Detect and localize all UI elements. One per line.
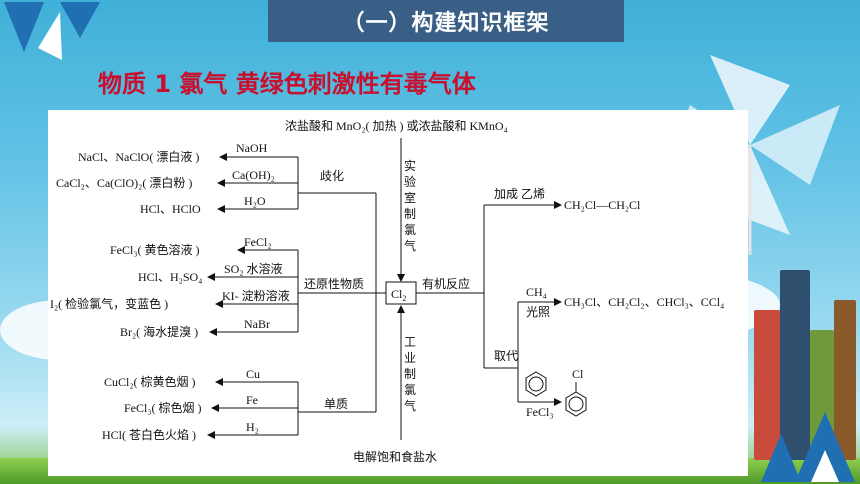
reagent: Cu <box>246 367 260 381</box>
page-heading: 物质 1 氯气 黄绿色刺激性有毒气体 <box>98 70 476 98</box>
reagent: H₂ <box>246 420 259 434</box>
benzene-ring-icon <box>525 371 547 397</box>
product: FeCl₃( 棕色烟 ) <box>124 400 202 415</box>
svg-text:气: 气 <box>404 398 416 413</box>
group-elements: 单质 <box>324 397 348 411</box>
reagent: NaBr <box>244 317 270 331</box>
reagent: KI- 淀粉溶液 <box>222 288 290 303</box>
books-decoration <box>748 240 860 460</box>
reagent: SO₂ 水溶液 <box>224 261 283 276</box>
triangle-corner-icon <box>761 412 855 482</box>
group-addition: 加成 乙烯 <box>494 187 545 201</box>
product: HCl、H₂SO₄ <box>138 270 202 284</box>
diagram-panel: 浓盐酸和 MnO₂( 加热 ) 或浓盐酸和 KMnO₄ 电解饱和食盐水 实 验 … <box>48 110 748 476</box>
center-cl2: Cl2 <box>391 287 406 303</box>
group-substitution: 取代 <box>494 349 518 363</box>
banner-title: （一）构建知识框架 <box>342 11 550 36</box>
product: I₂( 检验氯气，变蓝色 ) <box>50 296 168 311</box>
reagent: Fe <box>246 393 258 407</box>
svg-text:制: 制 <box>404 367 416 381</box>
methane-reagent: CH₄ <box>526 285 547 299</box>
product: HCl( 苍白色火焰 ) <box>102 427 196 442</box>
reagent: Ca(OH)₂ <box>232 168 275 182</box>
reagent: H₂O <box>244 194 266 208</box>
reagent: FeCl₂ <box>244 235 272 249</box>
product: FeCl₃( 黄色溶液 ) <box>110 242 200 257</box>
product: NaCl、NaClO( 漂白液 ) <box>78 149 199 164</box>
svg-text:氯: 氯 <box>404 383 416 397</box>
benzene-catalyst: FeCl₃ <box>526 405 554 419</box>
chloro-label: Cl <box>572 367 584 381</box>
group-organic: 有机反应 <box>422 276 470 291</box>
product: CaCl₂、Ca(ClO)₂( 漂白粉 ) <box>56 175 192 190</box>
svg-text:实: 实 <box>404 158 416 173</box>
svg-text:工: 工 <box>404 335 416 349</box>
svg-text:氯: 氯 <box>404 223 416 237</box>
svg-text:验: 验 <box>404 174 416 189</box>
bottom-source-text: 电解饱和食盐水 <box>353 449 437 464</box>
product: CuCl₂( 棕黄色烟 ) <box>104 374 196 389</box>
triangle-logo-icon <box>4 2 100 60</box>
product: Br₂( 海水提溴 ) <box>120 324 198 339</box>
svg-text:气: 气 <box>404 238 416 253</box>
lab-prep-label: 实 验 室 制 氯 气 <box>404 158 416 253</box>
product: HCl、HClO <box>140 202 201 216</box>
addition-product: CH₂Cl—CH₂Cl <box>564 198 641 212</box>
top-source-text: 浓盐酸和 MnO₂( 加热 ) 或浓盐酸和 KMnO₄ <box>285 118 508 133</box>
methane-products: CH₃Cl、CH₂Cl₂、CHCl₃、CCl₄ <box>564 295 724 309</box>
reagent: NaOH <box>236 141 268 155</box>
industrial-prep-label: 工 业 制 氯 气 <box>404 335 416 413</box>
chlorine-reaction-diagram: 浓盐酸和 MnO₂( 加热 ) 或浓盐酸和 KMnO₄ 电解饱和食盐水 实 验 … <box>50 118 724 464</box>
svg-text:业: 业 <box>404 351 416 365</box>
group-reducing: 还原性物质 <box>304 277 364 291</box>
svg-text:制: 制 <box>404 207 416 221</box>
methane-condition: 光照 <box>526 305 550 319</box>
svg-text:室: 室 <box>404 190 416 205</box>
group-disproportionation: 歧化 <box>320 169 344 183</box>
chlorobenzene-ring-icon <box>565 382 587 417</box>
section-banner: （一）构建知识框架 <box>268 0 624 42</box>
